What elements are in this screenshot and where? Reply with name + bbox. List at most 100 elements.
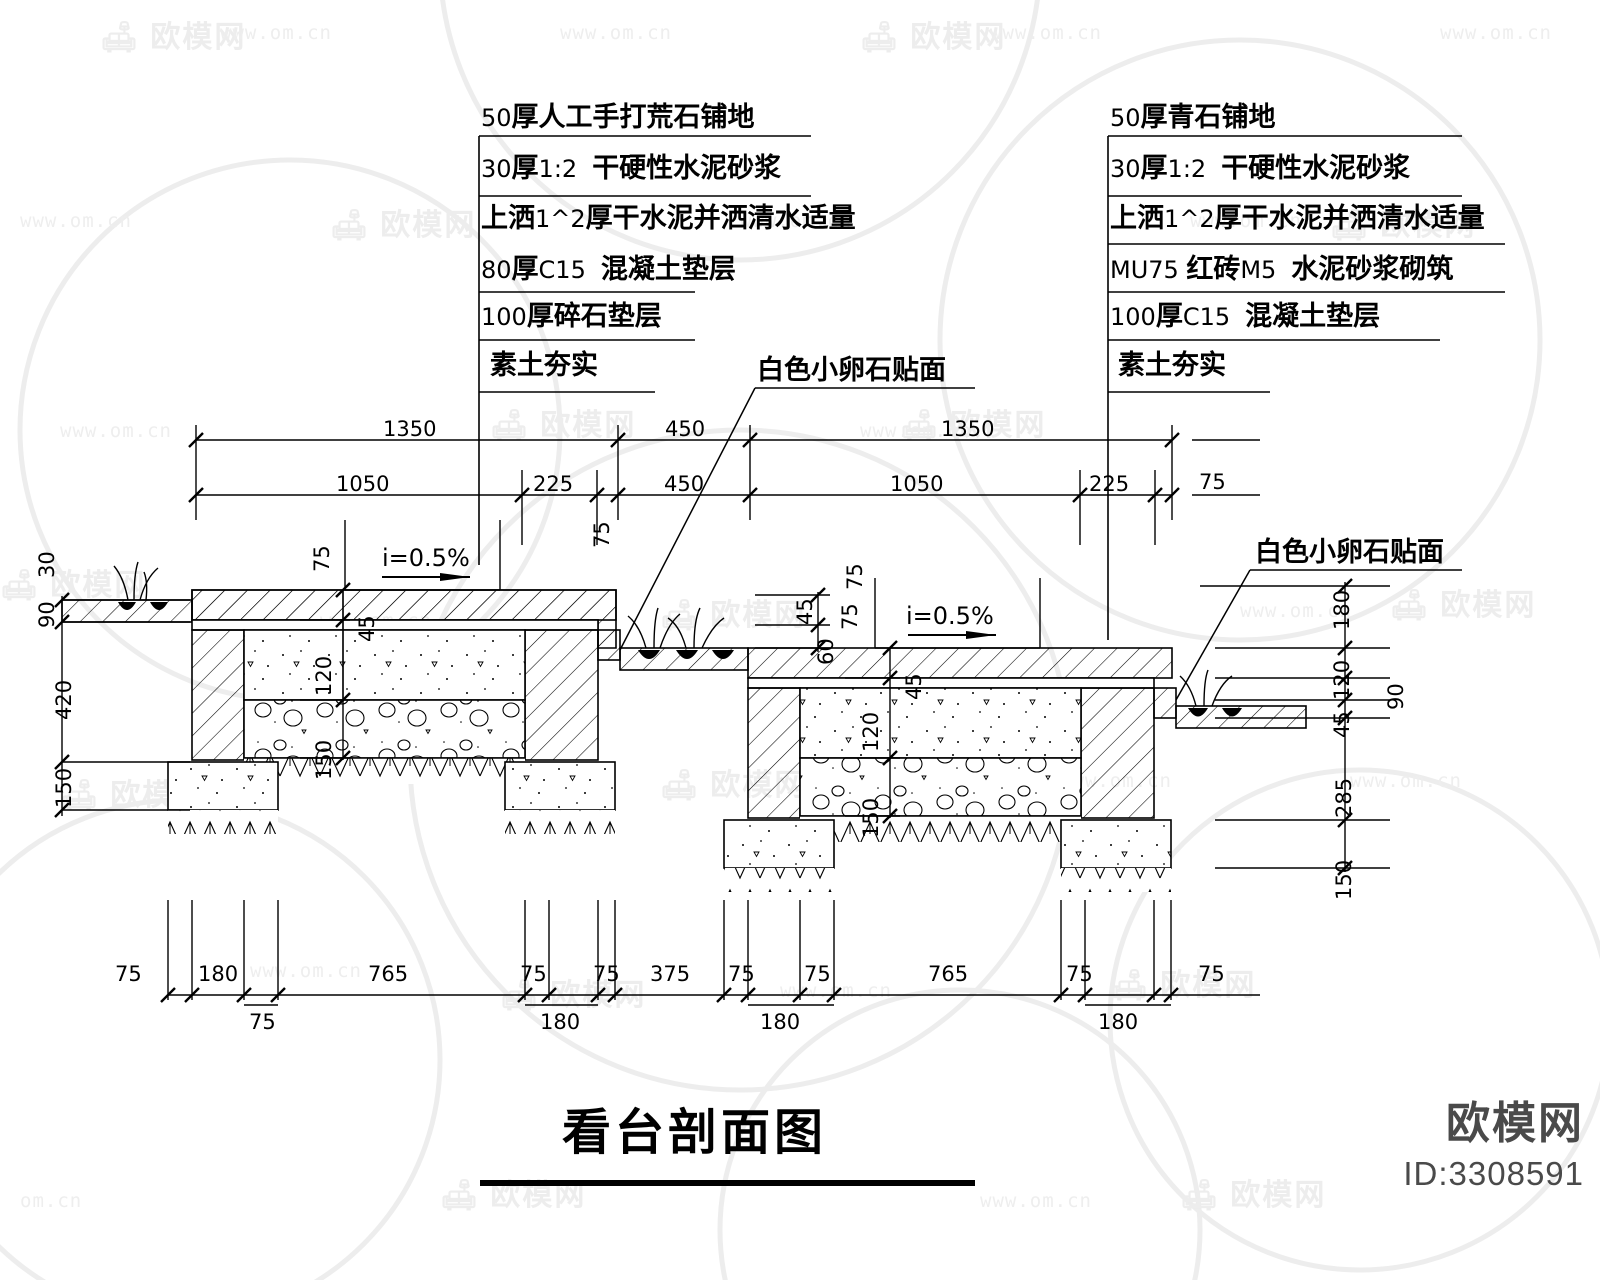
row-text: 干硬性水泥砂浆 — [1221, 153, 1411, 183]
dim-value-vertical: 45 — [902, 673, 926, 700]
dim-value-vertical: 90 — [35, 601, 59, 628]
watermark-logo: 🛋 欧模网 — [660, 599, 807, 632]
dim-value: 75 — [249, 1010, 276, 1034]
watermark-url: www.om.cn — [860, 420, 972, 442]
annotation-right-heading-text: 青石铺地 — [1167, 102, 1276, 132]
row-pre: 上洒 — [481, 203, 535, 233]
watermark-url: www.om.cn — [780, 980, 892, 1002]
watermark-url: www.om.cn — [990, 22, 1102, 44]
dim-value-vertical: 420 — [52, 679, 76, 720]
dim-value-vertical: 180 — [1330, 589, 1354, 630]
annotation-right-row-1: 上洒1^2厚干水泥并洒清水适量 — [1110, 205, 1485, 232]
row-num: 30 — [481, 155, 512, 183]
dim-value-vertical: 45 — [793, 598, 817, 625]
dim-value-vertical: 120 — [859, 711, 883, 752]
brand-id: ID:3308591 — [1403, 1155, 1584, 1192]
row-sym: ^ — [1179, 205, 1200, 233]
annotation-left-heading-thick: 厚 — [511, 102, 539, 132]
dim-value-vertical: 30 — [35, 551, 59, 578]
watermark-url: www.om.cn — [1440, 22, 1552, 44]
dim-value-vertical: 45 — [355, 615, 379, 642]
row-pre: 上洒 — [1110, 203, 1164, 233]
row-mid: C15 — [1182, 303, 1231, 331]
dim-value: 1350 — [941, 417, 995, 441]
dim-value: 75 — [1066, 962, 1093, 986]
watermark-logo: 🛋 欧模网 — [900, 409, 1047, 442]
annotation-right-heading-num: 50 — [1110, 104, 1141, 132]
row-num: 1 — [1164, 205, 1180, 233]
annotation-left-row-3: 100厚碎石垫层 — [481, 303, 662, 330]
row-thick: 厚 — [511, 254, 539, 284]
watermark-url: www.om.cn — [1190, 210, 1302, 232]
watermark-url: www.om.cn — [60, 420, 172, 442]
dim-value: 75 — [728, 962, 755, 986]
row-num2: 2 — [1199, 205, 1215, 233]
dim-value-vertical: 120 — [312, 655, 336, 696]
row-num: MU75 — [1110, 256, 1179, 284]
dim-value-vertical: 75 — [838, 603, 862, 630]
annotation-right-row-2: MU75 红砖M5 水泥砂浆砌筑 — [1110, 256, 1453, 283]
row-mid: M5 — [1240, 256, 1277, 284]
row-thick: 厚 — [1140, 153, 1168, 183]
dim-value: 450 — [665, 417, 706, 441]
brand-block: 欧模网 ID:3308591 — [1403, 1087, 1584, 1193]
row-text: 素土夯实 — [490, 350, 598, 380]
dim-value: 765 — [368, 962, 409, 986]
annotation-right-row-0: 30厚1:2 干硬性水泥砂浆 — [1110, 155, 1410, 182]
dim-value-vertical: 45 — [1330, 711, 1354, 738]
row-text: 混凝土垫层 — [600, 254, 736, 284]
dim-value: 765 — [928, 962, 969, 986]
annotation-left-row-0: 30厚1:2 干硬性水泥砂浆 — [481, 155, 781, 182]
dim-value: 180 — [198, 962, 239, 986]
watermark-logo: 🛋 欧模网 — [860, 21, 1007, 54]
row-thick: 红砖 — [1186, 254, 1241, 284]
dim-value: 75 — [1198, 962, 1225, 986]
annotation-left-row-2: 80厚C15 混凝土垫层 — [481, 256, 736, 283]
annotation-right-heading-thick: 厚 — [1140, 102, 1168, 132]
dim-value-vertical: 60 — [814, 638, 838, 665]
row-mid: C15 — [538, 256, 586, 284]
row-text: 厚干水泥并洒清水适量 — [585, 203, 856, 233]
watermark-logo: 🛋 欧模网 — [100, 21, 247, 54]
dim-value: 180 — [760, 1010, 801, 1034]
watermark-url: www.om.cn — [220, 22, 332, 44]
dim-value: 450 — [664, 472, 705, 496]
dim-value: 1350 — [383, 417, 437, 441]
row-thick: 厚 — [511, 153, 539, 183]
dim-value: 75 — [115, 962, 142, 986]
watermark-url: www.om.cn — [560, 22, 672, 44]
watermark-url: www.om.cn — [20, 210, 132, 232]
annotation-left-heading-text: 人工手打荒石铺地 — [538, 102, 755, 132]
leader-label-pebble-right: 白色小卵石贴面 — [1255, 537, 1444, 567]
annotation-left-row-4: 素土夯实 — [490, 352, 598, 379]
watermark-logo: 🛋 欧模网 — [330, 209, 477, 242]
row-num: 100 — [1110, 303, 1156, 331]
dim-value: 75 — [1199, 470, 1226, 494]
annotation-left-heading-num: 50 — [481, 104, 512, 132]
dim-value: 75 — [520, 962, 547, 986]
row-mid: 1:2 — [538, 155, 578, 183]
row-num: 100 — [481, 303, 527, 331]
brand-name: 欧模网 — [1446, 1099, 1584, 1148]
row-text: 素土夯实 — [1118, 350, 1226, 380]
annotation-left-heading: 50厚人工手打荒石铺地 — [481, 104, 755, 131]
row-thick: 厚 — [1155, 301, 1183, 331]
watermark-logo: 🛋 欧模网 — [1110, 969, 1257, 1002]
dim-value: 180 — [540, 1010, 581, 1034]
row-mid: 1:2 — [1167, 155, 1207, 183]
row-text: 厚干水泥并洒清水适量 — [1214, 203, 1485, 233]
dim-value-vertical: 120 — [1330, 659, 1354, 700]
slope-label-right: i=0.5% — [906, 602, 994, 630]
row-text: 混凝土垫层 — [1245, 301, 1381, 331]
dim-value-vertical: 75 — [310, 545, 334, 572]
watermark-logo: 🛋 欧模网 — [490, 409, 637, 442]
dim-value-vertical: 150 — [859, 797, 883, 838]
annotation-right-row-4: 素土夯实 — [1118, 352, 1226, 379]
dim-value: 375 — [650, 962, 691, 986]
row-text: 干硬性水泥砂浆 — [592, 153, 782, 183]
watermark-logo: 🛋 欧模网 — [1390, 589, 1537, 622]
annotation-right-row-3: 100厚C15 混凝土垫层 — [1110, 303, 1380, 330]
dim-value: 225 — [533, 472, 574, 496]
